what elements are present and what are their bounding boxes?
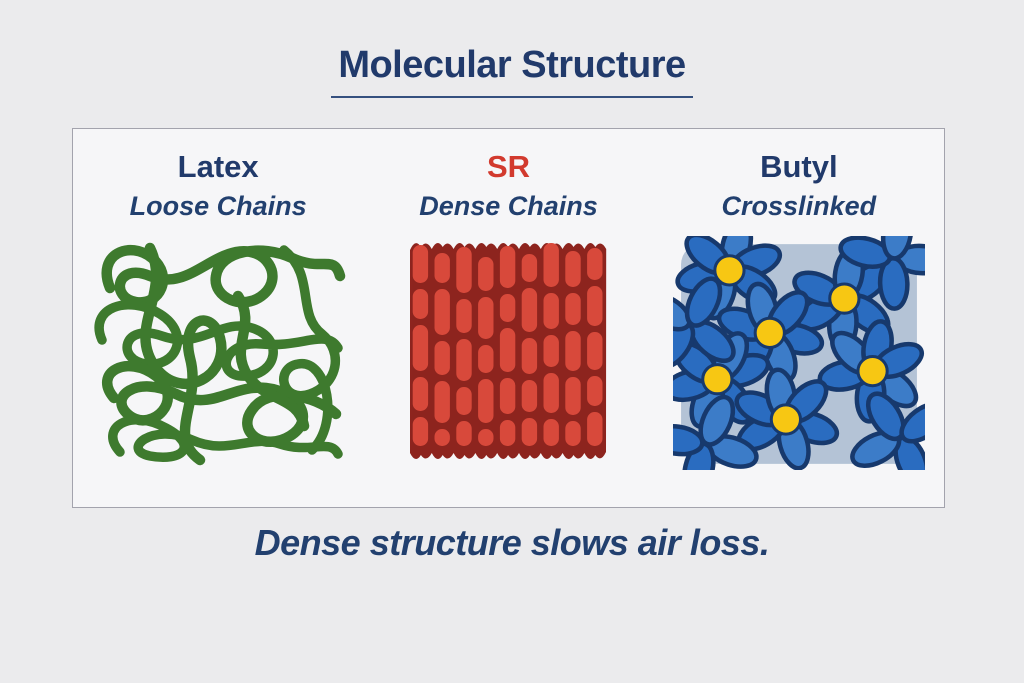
title-underline [331,96,693,98]
title-block: Molecular Structure [0,0,1024,98]
panel-latex-name: Latex [177,149,259,184]
page-title: Molecular Structure [338,44,686,86]
caption-block: Dense structure slows air loss. [0,522,1024,564]
panel-latex-subtitle: Loose Chains [129,190,307,221]
panel-butyl: Butyl Crosslinked [654,129,944,507]
dense-chains-graphic [410,242,607,459]
panel-sr: SR Dense Chains [363,129,653,507]
panel-sr-name: SR [486,149,531,184]
panel-butyl-name: Butyl [760,149,838,184]
panel-latex: Latex Loose Chains [73,129,363,507]
comparison-panel-box: Latex Loose Chains SR Dense Chains Butyl… [72,128,945,508]
panel-sr-subtitle: Dense Chains [419,190,598,221]
panel-butyl-subtitle: Crosslinked [721,190,877,221]
caption-text: Dense structure slows air loss. [254,522,770,563]
loose-chains-graphic [94,242,346,465]
crosslinked-network-graphic [672,235,925,470]
